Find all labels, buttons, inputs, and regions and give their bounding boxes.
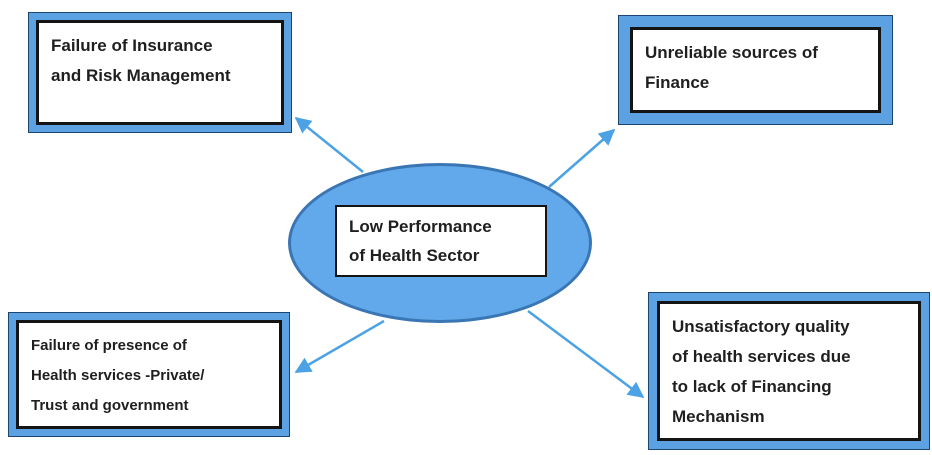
arrow-to-top-left xyxy=(294,116,364,173)
center-label-line: of Health Sector xyxy=(349,246,480,265)
node-text-line: of health services due xyxy=(672,347,851,366)
node-text-line: Unsatisfactory quality xyxy=(672,317,850,336)
node-text-line: and Risk Management xyxy=(51,66,231,85)
arrow-to-bottom-right xyxy=(527,309,645,399)
node-unreliable-finance: Unreliable sources of Finance xyxy=(618,15,893,125)
node-failure-insurance: Failure of Insurance and Risk Management xyxy=(28,12,292,133)
node-text-line: Trust and government xyxy=(31,397,189,414)
node-inner-panel: Failure of presence of Health services -… xyxy=(16,320,282,429)
node-failure-presence-services: Failure of presence of Health services -… xyxy=(8,312,290,437)
node-text-line: Unreliable sources of xyxy=(645,43,818,62)
node-unsatisfactory-quality: Unsatisfactory quality of health service… xyxy=(648,292,930,450)
arrow-to-bottom-left xyxy=(294,319,385,374)
node-inner-panel: Unsatisfactory quality of health service… xyxy=(657,301,921,441)
node-text-line: Failure of presence of xyxy=(31,337,187,354)
node-inner-panel: Failure of Insurance and Risk Management xyxy=(36,20,284,125)
node-text-line: Finance xyxy=(645,73,710,92)
node-text-line: Health services -Private/ xyxy=(31,367,205,384)
node-text-line: Mechanism xyxy=(672,407,765,426)
node-inner-panel: Unreliable sources of Finance xyxy=(630,27,881,113)
node-text-line: to lack of Financing xyxy=(672,377,832,396)
center-label-box: Low Performance of Health Sector xyxy=(335,205,547,277)
center-label-line: Low Performance xyxy=(349,217,492,236)
arrow-to-top-right xyxy=(548,128,616,188)
node-text-line: Failure of Insurance xyxy=(51,36,213,55)
